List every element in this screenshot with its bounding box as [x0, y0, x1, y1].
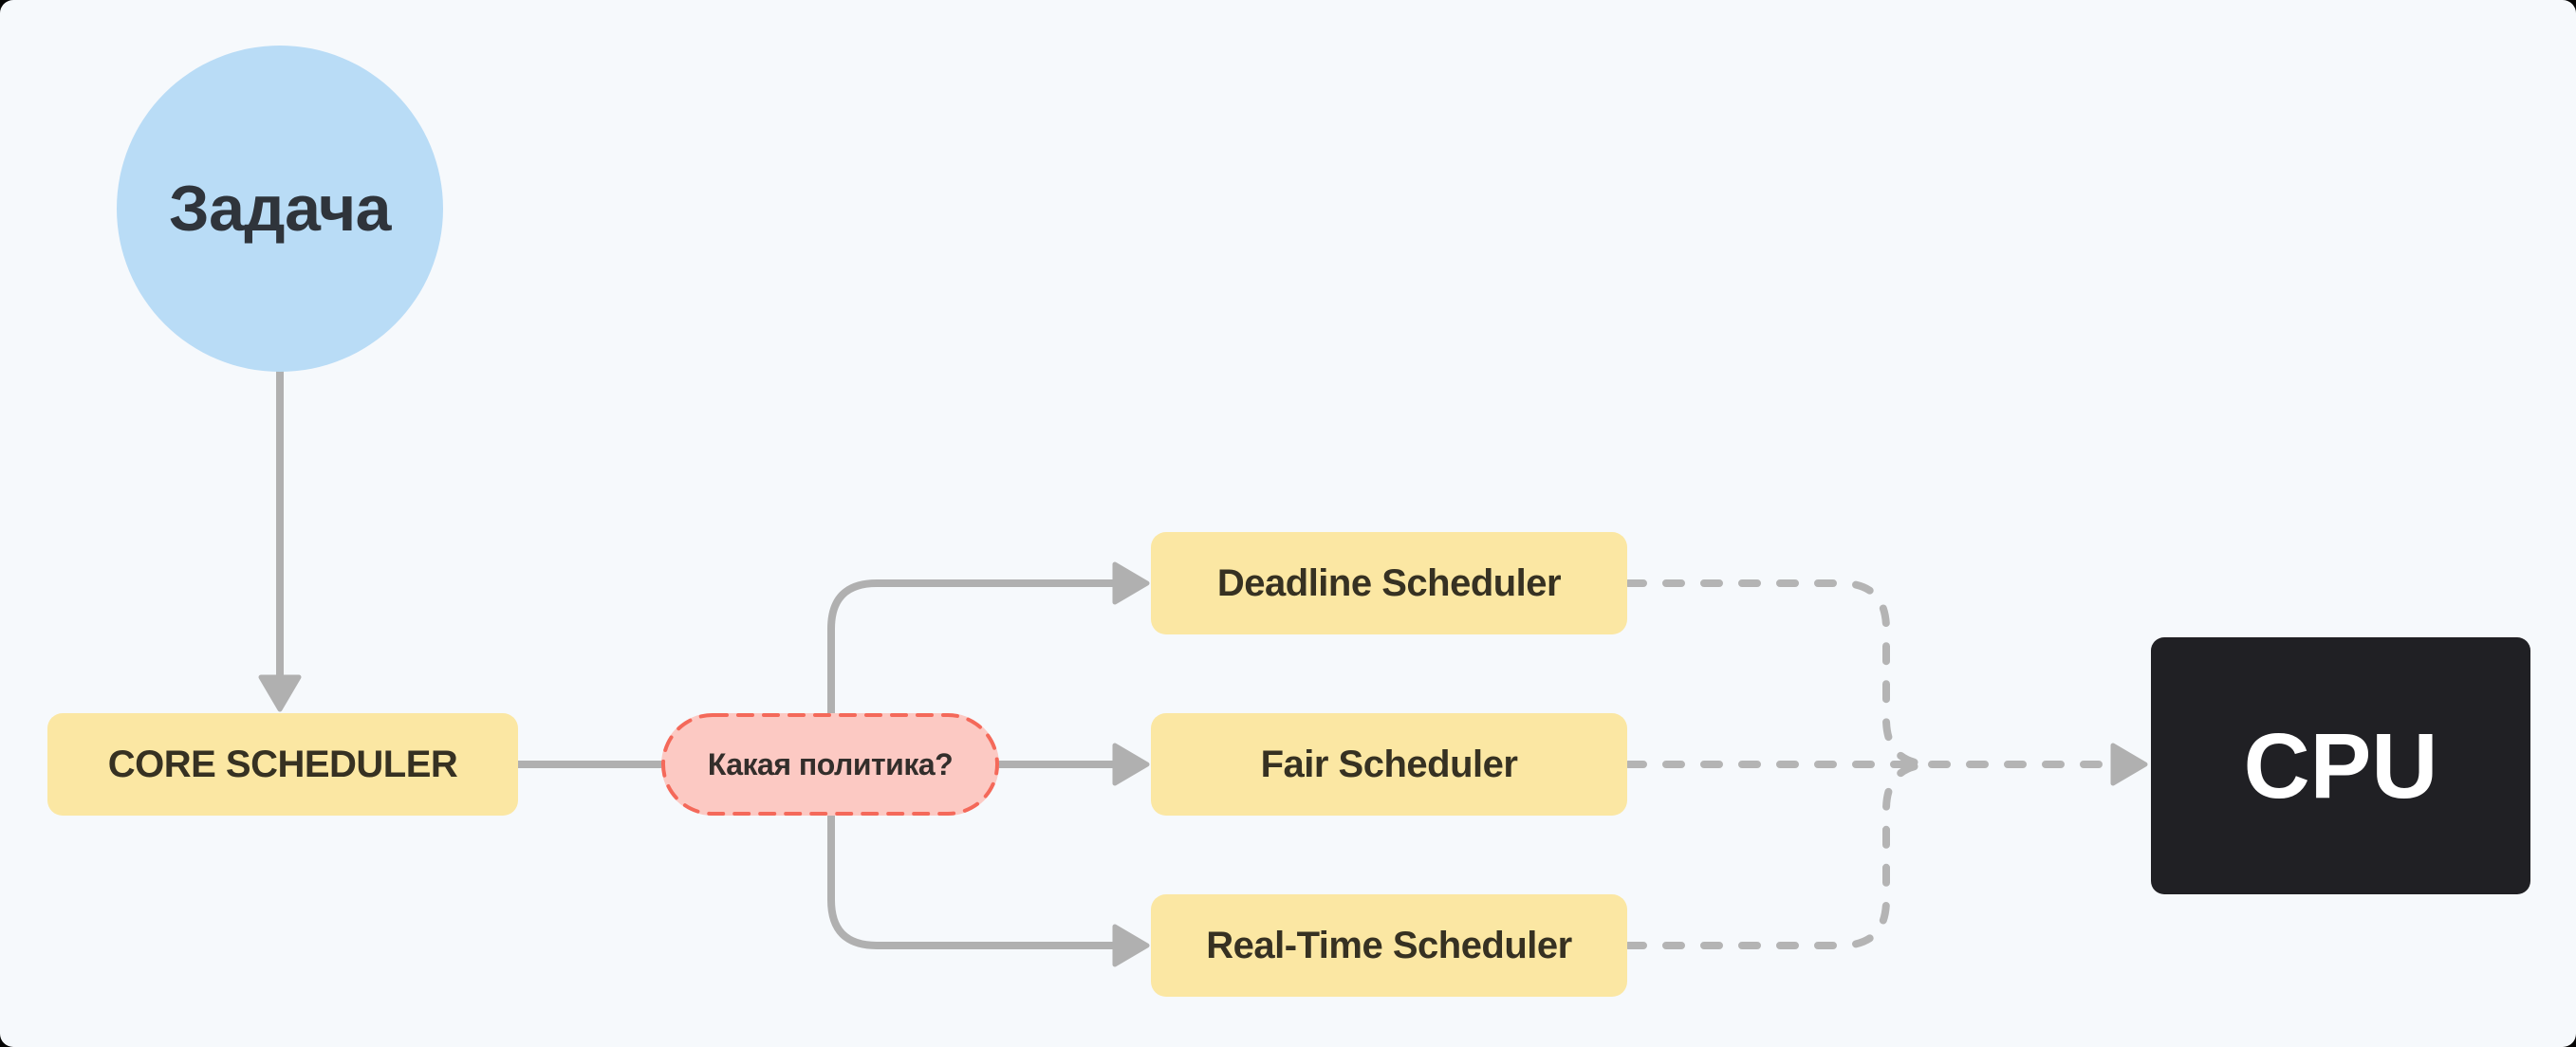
fair-scheduler-label: Fair Scheduler: [1260, 743, 1518, 785]
core-scheduler-label: CORE SCHEDULER: [107, 743, 458, 785]
deadline-scheduler-label: Deadline Scheduler: [1216, 561, 1562, 604]
arrowhead-policy-realtime: [1112, 924, 1150, 967]
edge-policy-realtime: [827, 761, 1118, 949]
fair-scheduler-node: Fair Scheduler: [1151, 713, 1627, 816]
cpu-label: CPU: [2243, 713, 2438, 817]
edge-policy-deadline: [827, 579, 1118, 768]
arrowhead-policy-fair: [1112, 743, 1150, 786]
arrowhead-task-core: [258, 674, 302, 712]
policy-dashed-border: [661, 713, 999, 816]
cpu-node: CPU: [2151, 637, 2530, 894]
core-scheduler-node: CORE SCHEDULER: [47, 713, 518, 816]
edge-deadline-cpu: [1624, 579, 1936, 768]
task-node: Задача: [117, 46, 443, 372]
arrowhead-policy-deadline: [1112, 561, 1150, 605]
policy-decision-label: Какая политика?: [707, 746, 954, 781]
task-node-label: Задача: [168, 173, 392, 245]
edge-realtime-cpu: [1624, 761, 1936, 949]
policy-decision-node: Какая политика?: [661, 713, 999, 816]
arrowhead-bus-cpu: [2110, 743, 2148, 786]
realtime-scheduler-node: Real-Time Scheduler: [1151, 894, 1627, 997]
deadline-scheduler-node: Deadline Scheduler: [1151, 532, 1627, 634]
realtime-scheduler-label: Real-Time Scheduler: [1206, 924, 1572, 966]
